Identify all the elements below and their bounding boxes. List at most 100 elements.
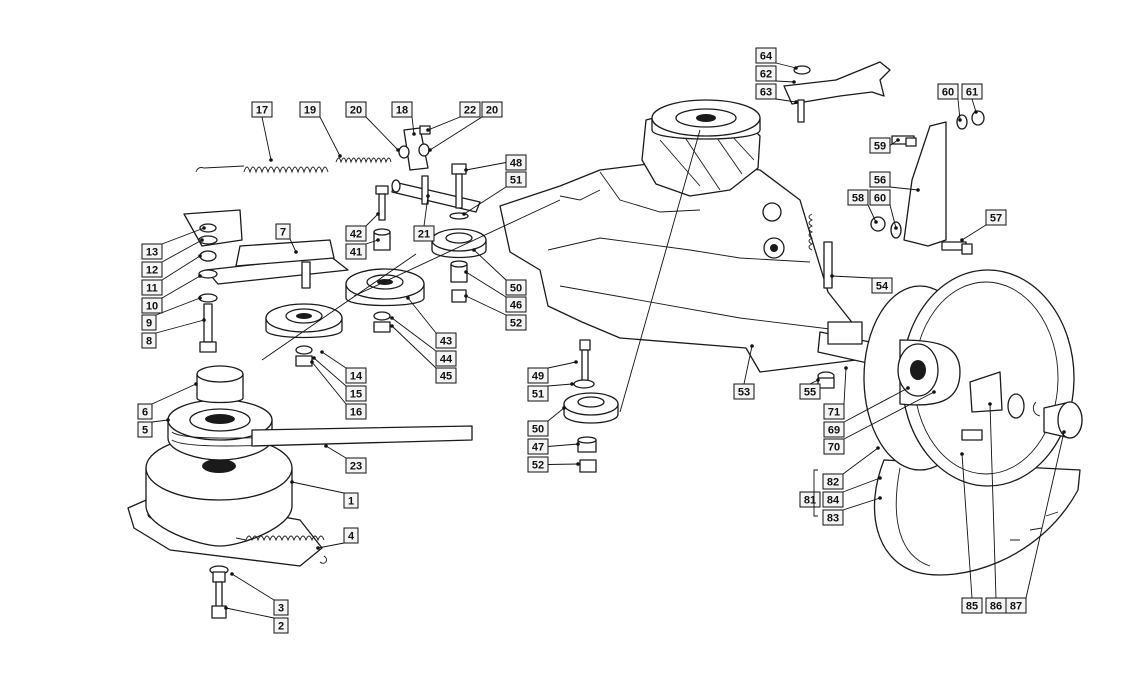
callout-label: 45 — [440, 371, 452, 383]
callout-box — [345, 101, 367, 118]
callout-label: 52 — [510, 318, 522, 330]
callout-59: 59 — [869, 137, 900, 154]
callout-63: 63 — [755, 83, 798, 104]
leader-line — [161, 255, 201, 281]
callout-box — [755, 47, 777, 64]
leader-line — [473, 249, 507, 281]
callout-box — [435, 350, 457, 367]
callout-62: 62 — [755, 65, 796, 84]
callout-label: 83 — [827, 513, 839, 525]
callout-57: 57 — [960, 209, 1007, 242]
callout-box — [799, 383, 821, 400]
callout-label: 17 — [256, 105, 268, 117]
callout-61: 61 — [961, 83, 983, 114]
leader-dot — [472, 248, 476, 252]
callout-20: 20 — [428, 101, 503, 152]
callout-46: 46 — [464, 270, 527, 313]
leader-line — [423, 195, 429, 227]
leader-dot — [428, 148, 432, 152]
callout-86: 86 — [985, 402, 1007, 614]
callout-42: 42 — [345, 212, 380, 242]
callout-45: 45 — [390, 324, 457, 384]
callout-5: 5 — [137, 418, 170, 438]
callout-box — [505, 314, 527, 331]
leader-line — [313, 357, 347, 387]
callout-51: 51 — [527, 382, 574, 402]
leader-dot — [426, 128, 430, 132]
leader-dot — [1062, 430, 1066, 434]
leader-line — [151, 383, 197, 405]
callout-box — [505, 154, 527, 171]
callout-label: 5 — [142, 425, 148, 437]
idler-arm — [183, 209, 349, 353]
leader-line — [161, 227, 205, 245]
leader-dot — [794, 66, 798, 70]
leader-line — [989, 403, 997, 599]
callout-label: 55 — [804, 387, 816, 399]
callout-box — [345, 243, 367, 260]
callout-box — [823, 403, 845, 420]
leader-dot — [390, 324, 394, 328]
leader-line — [961, 453, 973, 599]
leader-dot — [896, 138, 900, 142]
callout-box — [823, 421, 845, 438]
leader-line — [547, 407, 565, 422]
leader-dot — [462, 212, 466, 216]
upper-transmission-pulley — [431, 228, 487, 303]
callout-box — [459, 101, 481, 118]
callout-box — [141, 332, 157, 349]
leader-dot — [294, 250, 298, 254]
leader-line — [465, 162, 507, 171]
callout-22: 22 — [426, 101, 481, 132]
clutch-bolt — [209, 565, 229, 619]
leader-line — [842, 497, 881, 511]
callout-label: 11 — [146, 283, 158, 295]
callout-box — [822, 491, 844, 508]
callout-60: 60 — [937, 83, 962, 122]
callout-56: 56 — [869, 171, 920, 192]
callout-label: 16 — [350, 407, 362, 419]
callout-55: 55 — [799, 378, 821, 400]
leader-line — [155, 319, 205, 334]
leader-line — [547, 361, 577, 369]
leader-line — [775, 98, 797, 103]
leader-line — [743, 345, 753, 385]
leader-line — [775, 80, 795, 83]
leader-dot — [974, 110, 978, 114]
group-bracket-81 — [813, 469, 818, 517]
callout-box — [505, 279, 527, 296]
callout-box — [345, 385, 367, 402]
callout-label: 58 — [852, 193, 864, 205]
callout-box — [343, 527, 359, 544]
callout-label: 64 — [760, 51, 773, 63]
callout-box — [961, 83, 983, 100]
callout-9: 9 — [141, 296, 202, 331]
callout-box — [799, 491, 821, 508]
callout-box — [527, 456, 549, 473]
callout-81: 81 — [799, 491, 821, 508]
callout-8: 8 — [141, 318, 206, 349]
callout-58: 58 — [847, 189, 878, 224]
leader-line — [325, 445, 347, 459]
callout-box — [345, 457, 367, 474]
leader-line — [547, 443, 579, 447]
leader-line — [365, 116, 399, 151]
leader-dot — [960, 452, 964, 456]
callout-71: 71 — [823, 366, 848, 420]
leader-dot — [844, 366, 848, 370]
leader-dot — [916, 188, 920, 192]
callout-48: 48 — [464, 154, 527, 172]
leader-dot — [906, 386, 910, 390]
callout-box — [141, 297, 163, 314]
leader-dot — [794, 100, 798, 104]
callout-label: 23 — [350, 461, 362, 473]
callout-box — [527, 385, 549, 402]
leader-dot — [574, 360, 578, 364]
callout-box — [823, 438, 845, 455]
callout-53: 53 — [733, 344, 755, 400]
callout-82: 82 — [822, 446, 880, 490]
callout-label: 21 — [418, 229, 430, 241]
callout-box — [755, 83, 777, 100]
leader-dot — [310, 360, 314, 364]
leader-dot — [876, 446, 880, 450]
